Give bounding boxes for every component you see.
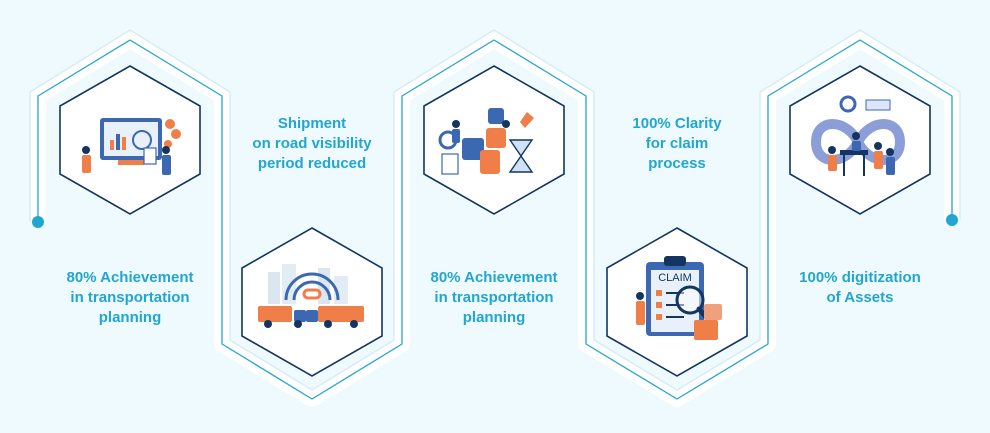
transportation-planning-illustration <box>82 118 181 175</box>
step-5-caption: 100% digitization of Assets <box>799 269 921 306</box>
path-start-dot <box>32 216 44 228</box>
truck-connectivity-illustration <box>258 264 364 328</box>
track-outline <box>29 29 961 391</box>
step-1-caption: 80% Achievement in transportation planni… <box>66 269 194 326</box>
step-2-hexagon <box>241 227 383 377</box>
step-1-hexagon <box>59 65 201 215</box>
puzzle-hourglass-illustration <box>438 108 534 175</box>
step-4-caption: 100% Clarity for claim process <box>632 115 722 172</box>
track-line <box>37 39 953 400</box>
digitization-team-illustration <box>810 95 906 176</box>
step-5-hexagon <box>789 65 931 215</box>
step-3-hexagon <box>423 65 565 215</box>
step-4-hexagon: CLAIM <box>606 227 748 377</box>
step-2-caption: Shipment on road visibility period reduc… <box>252 115 372 172</box>
path-end-dot <box>946 214 958 226</box>
claim-clipboard-illustration: CLAIM <box>636 256 722 340</box>
claim-sign-text: CLAIM <box>658 272 692 284</box>
step-3-caption: 80% Achievement in transportation planni… <box>430 269 558 326</box>
